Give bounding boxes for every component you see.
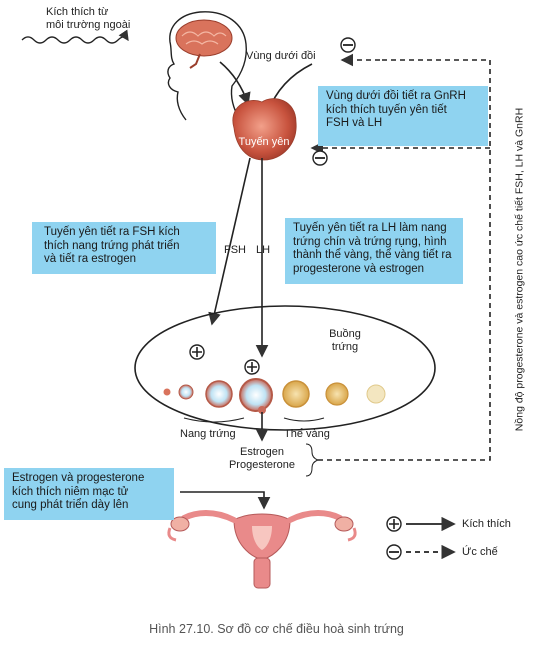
ovary-label-line-2: trứng — [331, 341, 359, 353]
plus-sign-lh — [244, 359, 260, 375]
secretion-label: Estrogen Progesterone — [214, 446, 310, 472]
pituitary-label: Tuyến yên — [238, 136, 290, 148]
corpus-luteum-label: Thể vàng — [284, 428, 330, 440]
minus-sign-pituitary — [312, 150, 328, 166]
hypothalamus-arrow-2 — [219, 61, 251, 106]
gnrh-box-line-2: kích thích tuyến yên tiết — [326, 103, 447, 116]
minus-sign-hypothalamus — [340, 37, 356, 53]
hypothalamus-label: Vùng dưới đồi — [246, 50, 316, 62]
lh-box-line-4: progesterone và estrogen — [293, 262, 425, 275]
estrogen-box-line-2: kích thích niêm mạc tử — [12, 485, 129, 498]
lh-box-line-2: trứng chín và trứng rụng, hình — [293, 235, 447, 248]
fsh-box-line-2: thích nang trứng phát triển — [44, 239, 180, 252]
estrogen-box-line-3: cung phát triển dày lên — [12, 499, 129, 511]
stimulus-wave — [21, 29, 129, 44]
uterus-illustration — [167, 510, 357, 589]
estrogen-box: Estrogen và progesterone kích thích niêm… — [4, 468, 174, 520]
gnrh-box-line-1: Vùng dưới đồi tiết ra GnRH — [326, 90, 466, 102]
fsh-box-line-3: và tiết ra estrogen — [44, 253, 137, 265]
secretion-line-1: Estrogen — [239, 446, 285, 458]
feedback-label: Nồng độ progesterone và estrogen cao ức … — [513, 107, 526, 432]
feedback-loop-main — [318, 59, 491, 461]
stimulus-line-1: Kích thích từ — [46, 6, 109, 18]
lh-box-line-3: thành thể vàng, thể vàng tiết ra — [293, 249, 452, 261]
legend-minus-sign — [386, 544, 402, 560]
ovary-label-line-1: Buồng — [329, 328, 361, 340]
lh-box-line-1: Tuyến yên tiết ra LH làm nang — [293, 222, 447, 234]
pituitary-gland — [232, 98, 297, 161]
estrogen-box-line-1: Estrogen và progesterone — [12, 472, 145, 484]
stimulus-line-2: môi trường ngoài — [46, 19, 131, 31]
secretion-line-2: Progesterone — [228, 459, 296, 471]
fsh-box-line-1: Tuyến yên tiết ra FSH kích — [44, 226, 180, 238]
caption: Hình 27.10. Sơ đồ cơ chế điều hoà sinh t… — [149, 622, 404, 636]
ovary-outline — [134, 305, 436, 431]
brain — [175, 19, 233, 57]
lh-label: LH — [256, 244, 271, 256]
lh-box: Tuyến yên tiết ra LH làm nang trứng chín… — [285, 218, 463, 284]
gnrh-box-line-3: FSH và LH — [326, 117, 383, 129]
fsh-box: Tuyến yên tiết ra FSH kích thích nang tr… — [32, 222, 216, 274]
stimulus-label: Kích thích từ môi trường ngoài — [46, 6, 130, 32]
uterus-arrow — [180, 491, 271, 510]
gnrh-box: Vùng dưới đồi tiết ra GnRH kích thích tu… — [318, 86, 488, 146]
follicle-label: Nang trứng — [180, 428, 236, 440]
ovary-label: Buồng trứng — [320, 328, 370, 354]
fsh-arrow — [208, 157, 251, 326]
legend-inhibit-label: Ức chế — [462, 546, 498, 558]
plus-sign-fsh — [189, 344, 205, 360]
fsh-label: FSH — [224, 244, 246, 256]
legend-plus-sign — [386, 516, 402, 532]
legend-stimulate-label: Kích thích — [462, 518, 511, 530]
